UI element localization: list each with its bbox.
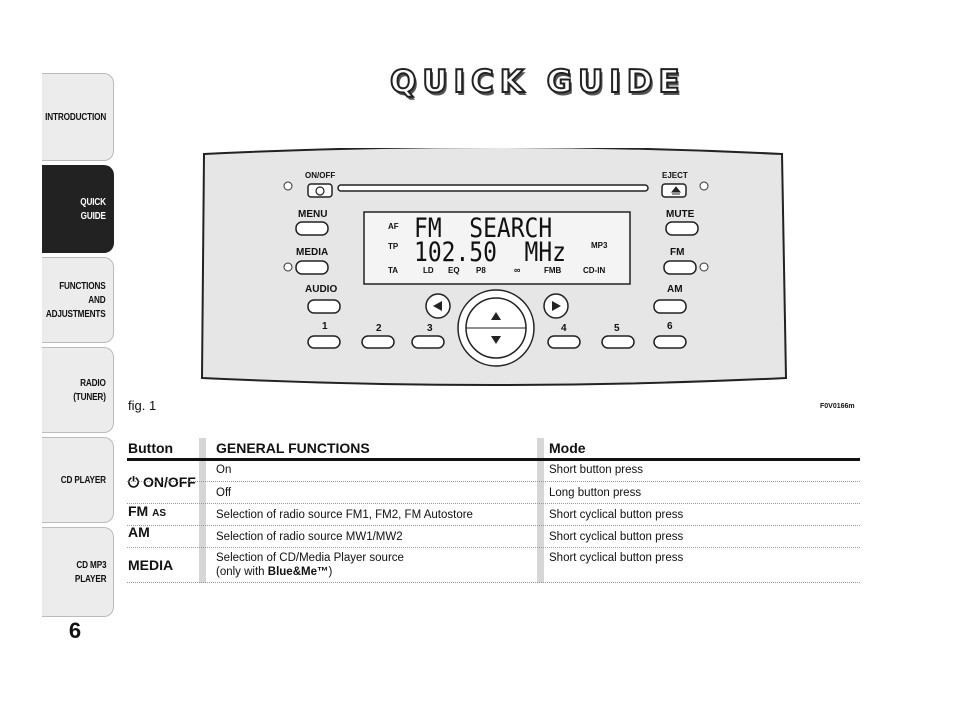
radio-display [363,211,631,285]
preset-6-label: 6 [667,321,673,332]
preset-4-label: 4 [561,323,567,334]
table-row-button: ⏻ ON/OFF [128,474,196,490]
media-button [295,260,329,275]
fm-button [663,260,697,275]
figure-label: fig. 1 [128,398,157,413]
table-cell: Short cyclical button press [549,552,684,564]
table-cell: Short cyclical button press [549,509,684,521]
header-button: Button [128,440,174,456]
tab-functions-adjustments[interactable]: FUNCTIONS AND ADJUSTMENTS [42,257,114,343]
preset-6-button [653,335,687,349]
header-rule [127,458,860,461]
media-label: MEDIA [296,247,329,258]
down-arrow-icon [491,336,501,344]
table-cell: Long button press [549,487,642,499]
preset-5-button [601,335,635,349]
tab-quick-guide[interactable]: QUICK GUIDE [42,165,114,253]
loop-icon: ∞ [514,265,521,275]
preset-2-button [361,335,395,349]
on-off-label: ON/OFF [305,171,336,180]
tab-cd-mp3-player[interactable]: CD MP3 PLAYER [42,527,114,617]
preset-1-label: 1 [322,321,328,332]
eject-label: EJECT [662,171,688,180]
am-button [653,299,687,314]
table-cell: Selection of radio source MW1/MW2 [216,531,403,543]
eject-icon [670,186,682,195]
display-line-1: FM SEARCH [414,213,553,244]
audio-button [307,299,341,314]
display-tp: TP [388,242,399,251]
tab-introduction[interactable]: INTRODUCTION [42,73,114,161]
display-cd-in: CD-IN [583,266,606,275]
preset-5-label: 5 [614,323,620,334]
audio-label: AUDIO [305,284,338,295]
menu-button [295,221,329,236]
table-cell: Selection of CD/Media Player source (onl… [216,552,404,578]
column-divider [199,438,206,583]
am-label: AM [667,284,683,295]
display-mp3: MP3 [591,241,608,250]
figure-code: F0V0166m [820,403,855,410]
display-line-2: 102.50 MHz [414,237,566,268]
table-cell: Selection of radio source FM1, FM2, FM A… [216,509,473,521]
display-ta: TA [388,266,399,275]
power-icon: ⏻ [128,474,140,490]
tab-cd-player[interactable]: CD PLAYER [42,437,114,523]
preset-4-button [547,335,581,349]
on-off-button [307,183,333,198]
menu-label: MENU [298,209,328,220]
table-cell: Off [216,487,232,499]
display-ld: LD [423,266,434,275]
power-icon [315,186,325,196]
up-arrow-icon [491,312,501,320]
radio-illustration [200,148,788,386]
preset-1-button [307,335,341,349]
display-eq: EQ [448,266,460,275]
display-af: AF [388,222,399,231]
page-title: QUICK GUIDE [389,63,686,101]
fm-label: FM [670,247,685,258]
page-number: 6 [68,618,82,643]
display-fmb: FMB [544,266,562,275]
column-divider [537,438,544,583]
display-p8: P8 [476,266,486,275]
preset-3-label: 3 [427,323,433,334]
table-cell: Short cyclical button press [549,531,684,543]
preset-2-label: 2 [376,323,382,334]
cd-slot [337,184,649,192]
table-cell: On [216,464,232,476]
table-row-button: AM [128,524,150,540]
table-row-button: MEDIA [128,557,174,573]
mute-label: MUTE [666,209,695,220]
table-cell: Short button press [549,464,643,476]
header-mode: Mode [549,440,586,456]
preset-3-button [411,335,445,349]
table-row-button: FM AS [128,503,167,519]
tab-radio-tuner[interactable]: RADIO (TUNER) [42,347,114,433]
mute-button [665,221,699,236]
header-functions: GENERAL FUNCTIONS [216,440,370,456]
